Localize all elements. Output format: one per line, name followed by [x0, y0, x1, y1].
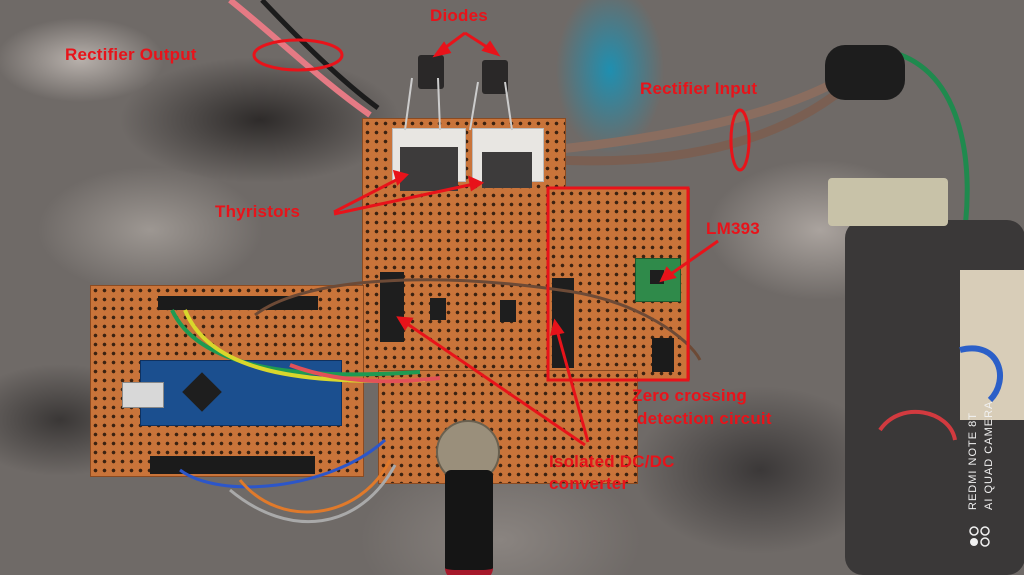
potentiometer-perfboard — [378, 370, 638, 484]
lm393-arrow — [659, 239, 719, 283]
thyristor-left — [400, 147, 458, 191]
dcdc-converter-module — [380, 272, 404, 342]
arrowhead — [392, 169, 409, 186]
black-output-wire — [260, 0, 380, 111]
brown-signal-wire — [254, 278, 702, 361]
dcdc-converter-module-2 — [552, 278, 574, 368]
arrowhead — [468, 175, 485, 192]
female-header-top — [158, 296, 318, 310]
green-signal-wire — [170, 309, 421, 377]
diode-lead — [404, 77, 441, 131]
thyristors-arrows — [333, 169, 485, 216]
label-thyristors: Thyristors — [215, 202, 301, 221]
diode-lead — [469, 81, 513, 131]
diode-left — [418, 55, 444, 89]
lens-dot — [980, 537, 990, 547]
watermark-line1: REDMI NOTE 8T — [967, 412, 979, 510]
quad-camera-icon — [968, 525, 996, 553]
label-rectifier-output: Rectifier Output — [65, 45, 197, 64]
arrowhead — [549, 318, 565, 336]
label-lm393: LM393 — [706, 219, 760, 238]
thyristors-arrow-right — [333, 182, 475, 216]
diode-right — [482, 60, 508, 94]
diodes-arrows — [432, 31, 501, 58]
label-rectifier-input: Rectifier Input — [640, 79, 758, 98]
label-isolated-dcdc-2: converter — [549, 474, 629, 493]
dcdc-arrow-left — [405, 321, 586, 447]
potentiometer-knob — [445, 470, 493, 575]
transformer-cap — [825, 45, 905, 100]
connector-header — [652, 338, 674, 372]
arrowhead — [481, 40, 501, 57]
brown-input-wire-1 — [549, 80, 833, 155]
quad-camera-icon-svg — [969, 526, 990, 547]
arrowhead — [432, 41, 452, 58]
dcdc-arrows — [396, 316, 590, 447]
lens-dot — [970, 538, 978, 546]
label-isolated-dcdc-1: Isolated DC/DC — [549, 452, 675, 471]
zero-crossing-box — [546, 186, 690, 382]
watermark-line2: AI QUAD CAMERA — [983, 400, 995, 510]
transformer-blue-wire — [959, 345, 1003, 403]
optocoupler — [430, 298, 446, 320]
red-output-wire — [228, 0, 372, 118]
usb-port — [122, 382, 164, 408]
rectifier-output-ellipse — [252, 38, 344, 72]
female-header-bottom — [150, 456, 315, 474]
transformer-bracket — [828, 178, 948, 226]
arrowhead — [659, 266, 677, 283]
blue-wire — [179, 438, 387, 489]
lens-dot — [980, 526, 990, 536]
thyristors-arrow-left — [333, 176, 401, 214]
rectifier-input-ellipse — [729, 108, 751, 172]
red-signal-wire — [289, 363, 441, 384]
arrowhead — [396, 316, 414, 331]
lens-dot — [969, 526, 979, 536]
brown-input-wire-2 — [554, 91, 838, 166]
label-zero-crossing-2: detection circuit — [637, 409, 772, 428]
lm393-arrow-line — [667, 239, 719, 278]
label-zero-crossing-1: Zero crossing — [632, 386, 748, 405]
orange-wire — [238, 459, 392, 514]
label-diodes: Diodes — [430, 6, 488, 25]
transformer-red-wire — [878, 410, 957, 441]
optocoupler — [500, 300, 516, 322]
dcdc-arrow-right — [555, 329, 590, 443]
thyristor-right — [482, 152, 532, 188]
gray-wire — [229, 464, 397, 524]
